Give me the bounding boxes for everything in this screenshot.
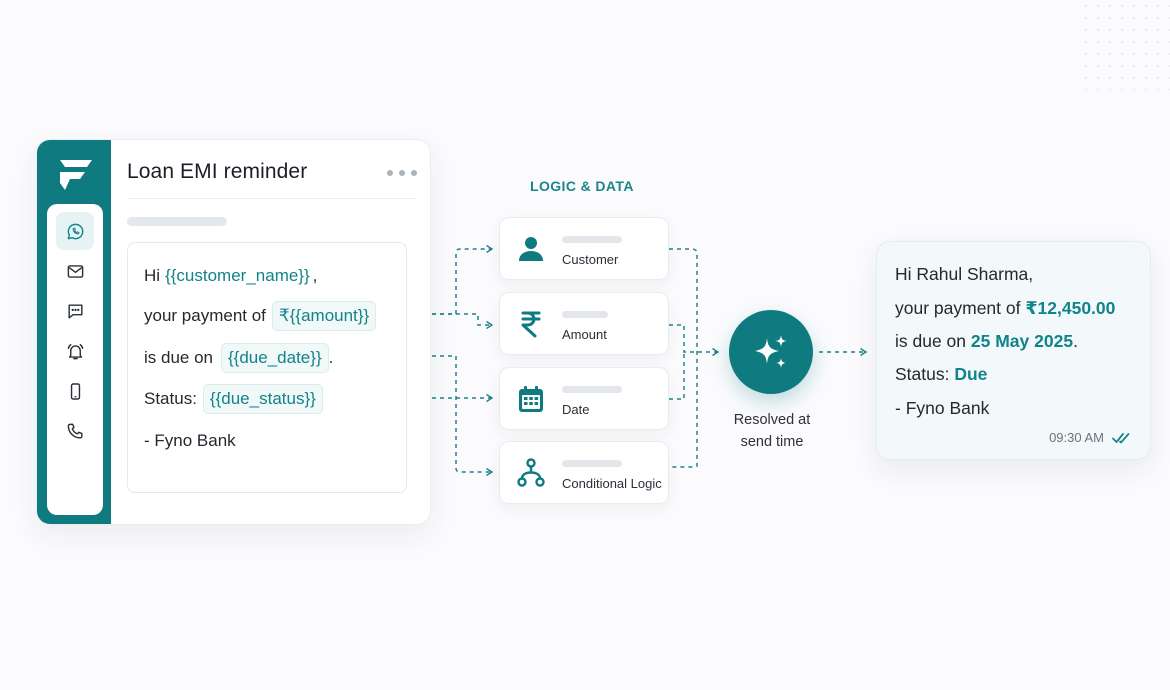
branch-icon (516, 458, 546, 488)
greeting-text: Hi (144, 266, 161, 285)
status-text: Status: (144, 389, 197, 408)
resolved-due-line: is due on 25 May 2025. (895, 331, 1078, 352)
payment-text: your payment of (144, 306, 266, 325)
logic-data-heading: LOGIC & DATA (530, 178, 634, 194)
logic-card-label: Amount (562, 327, 607, 342)
resolved-greeting: Hi Rahul Sharma, (895, 264, 1034, 284)
push-notification-icon[interactable] (56, 332, 94, 370)
skeleton-placeholder (562, 236, 622, 243)
resolve-caption-line1: Resolved at (733, 412, 811, 428)
decorative-dot-grid (1080, 0, 1170, 90)
calendar-icon (516, 384, 546, 414)
resolved-due-date: 25 May 2025 (970, 331, 1074, 351)
resolved-due-text: is due on (895, 331, 967, 351)
logic-card-label: Conditional Logic (562, 476, 662, 491)
message-meta: 09:30 AM (1049, 430, 1134, 445)
due-date-variable[interactable]: {{due_date}} (221, 343, 329, 373)
logic-card-label: Customer (562, 252, 619, 267)
resolved-status-value: Due (954, 364, 988, 384)
mobile-icon[interactable] (56, 372, 94, 410)
rupee-icon (516, 309, 546, 339)
greeting-comma: , (312, 266, 318, 285)
greeting-line: Hi {{customer_name}} , (144, 261, 317, 291)
signature-text: - Fyno Bank (144, 431, 236, 450)
resolved-amount: ₹12,450.00 (1025, 298, 1116, 318)
logic-card-label: Date (562, 402, 590, 417)
resolved-message-bubble: Hi Rahul Sharma, your payment of ₹12,450… (876, 241, 1151, 460)
resolve-caption: Resolved at send time (712, 409, 832, 453)
skeleton-placeholder (127, 217, 227, 226)
logic-card-conditional-logic[interactable]: Conditional Logic (499, 441, 669, 504)
template-editor-card: Loan EMI reminder Hi {{customer_name}} ,… (36, 139, 431, 525)
whatsapp-icon[interactable] (56, 212, 94, 250)
channel-list (47, 204, 103, 515)
status-line: Status: {{due_status}} (144, 384, 323, 414)
user-icon (516, 234, 546, 264)
due-text: is due on (144, 348, 213, 367)
resolved-due-period: . (1073, 331, 1078, 351)
amount-variable[interactable]: ₹{{amount}} (271, 301, 377, 331)
message-timestamp: 09:30 AM (1049, 430, 1104, 445)
resolve-caption-line2: send time (740, 434, 804, 450)
divider (127, 198, 417, 199)
logic-card-date[interactable]: Date (499, 367, 669, 430)
channel-sidebar (37, 140, 111, 524)
skeleton-placeholder (562, 460, 622, 467)
skeleton-placeholder (562, 386, 622, 393)
fyno-logo (57, 158, 95, 192)
more-options-icon[interactable] (387, 170, 417, 176)
signature-line: - Fyno Bank (144, 431, 236, 451)
sparkle-icon (755, 335, 787, 368)
payment-line: your payment of ₹{{amount}} (144, 301, 377, 331)
sms-icon[interactable] (56, 292, 94, 330)
email-icon[interactable] (56, 252, 94, 290)
resolved-status-text: Status: (895, 364, 950, 384)
double-check-icon (1112, 432, 1130, 443)
customer-name-variable[interactable]: {{customer_name}} (165, 266, 310, 285)
due-period: . (328, 348, 334, 367)
resolved-payment-text: your payment of (895, 298, 1021, 318)
logic-card-customer[interactable]: Customer (499, 217, 669, 280)
due-date-line: is due on {{due_date}} . (144, 343, 333, 373)
due-status-variable[interactable]: {{due_status}} (202, 384, 323, 414)
template-title: Loan EMI reminder (127, 160, 308, 183)
template-message-body[interactable]: Hi {{customer_name}} , your payment of ₹… (127, 242, 407, 493)
logic-card-amount[interactable]: Amount (499, 292, 669, 355)
resolved-signature: - Fyno Bank (895, 398, 990, 418)
resolved-status-line: Status: Due (895, 364, 987, 385)
skeleton-placeholder (562, 311, 608, 318)
resolved-payment-line: your payment of ₹12,450.00 (895, 298, 1115, 319)
phone-icon[interactable] (56, 412, 94, 450)
resolve-node (729, 310, 813, 394)
